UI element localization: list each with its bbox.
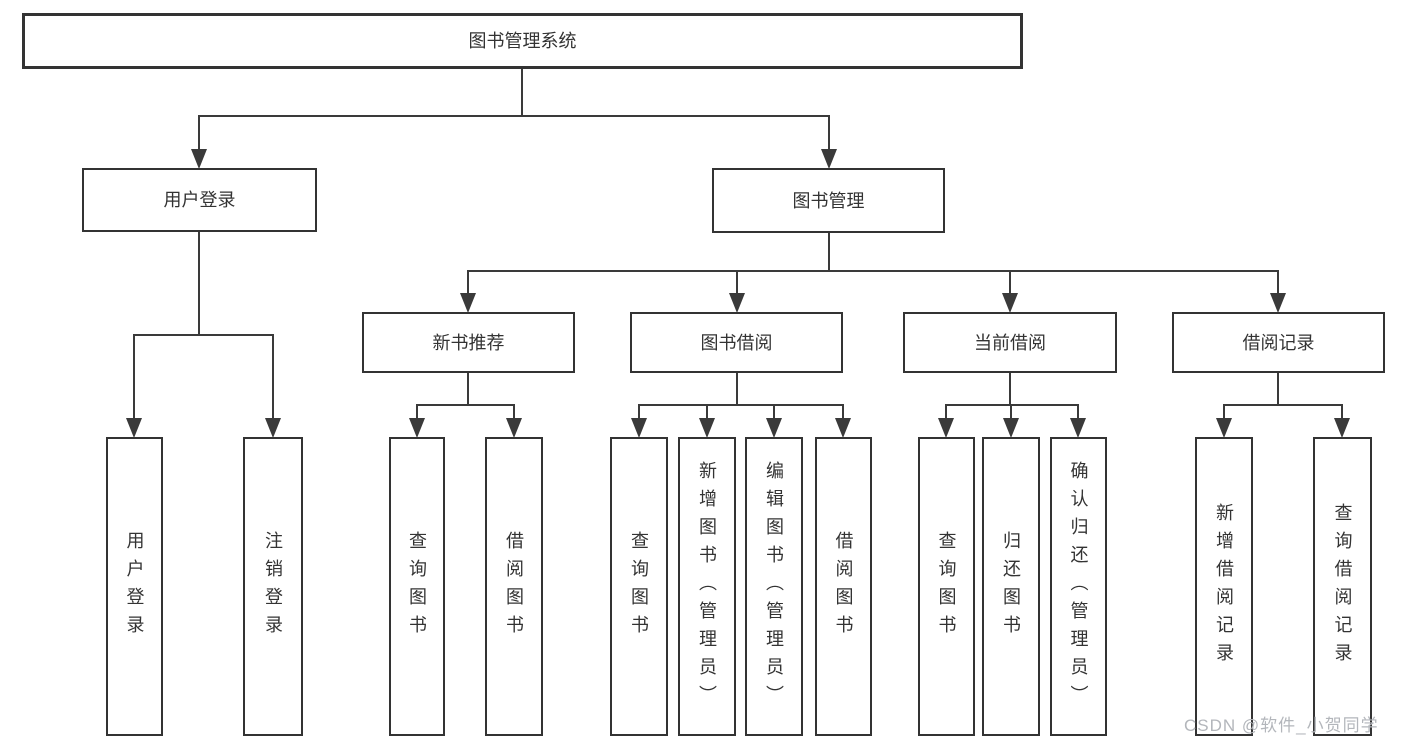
connector-book-mgmt-stem <box>828 233 830 272</box>
connector-book-borrow-drop-0 <box>638 404 640 418</box>
connector-book-mgmt-bar <box>467 270 1279 272</box>
connector-borrow-record-drop-0 <box>1223 404 1225 418</box>
arrowhead-icon <box>506 418 522 438</box>
arrowhead-icon <box>699 418 715 438</box>
leaf-edit-book: 编辑图书（管理员） <box>745 437 803 736</box>
node-current-borrow: 当前借阅 <box>903 312 1117 373</box>
arrowhead-icon <box>265 418 281 438</box>
leaf-confirm-return-label: 确认归还（管理员） <box>1068 460 1089 713</box>
leaf-query-book-1-label: 查询图书 <box>407 530 427 643</box>
connector-book-mgmt-drop-0 <box>467 270 469 293</box>
leaf-logout: 注销登录 <box>243 437 303 736</box>
leaf-user-login-label: 用户登录 <box>124 530 145 643</box>
connector-current-borrow-drop-0 <box>945 404 947 418</box>
node-current-borrow-label: 当前借阅 <box>974 332 1046 353</box>
connector-root-drop-1 <box>828 115 830 149</box>
node-book-borrow-label: 图书借阅 <box>700 332 773 353</box>
leaf-query-record-label: 查询借阅记录 <box>1332 502 1353 671</box>
node-book-mgmt-label: 图书管理 <box>792 190 865 211</box>
connector-book-borrow-drop-2 <box>773 404 775 418</box>
arrowhead-icon <box>1002 293 1018 313</box>
leaf-add-record: 新增借阅记录 <box>1195 437 1253 736</box>
arrowhead-icon <box>409 418 425 438</box>
connector-user-login-bar <box>133 334 274 336</box>
connector-book-mgmt-drop-1 <box>736 270 738 293</box>
leaf-borrow-book-1: 借阅图书 <box>485 437 543 736</box>
connector-current-borrow-drop-2 <box>1077 404 1079 418</box>
node-new-book-rec: 新书推荐 <box>362 312 575 373</box>
connector-root-drop-0 <box>198 115 200 149</box>
connector-user-login-drop-1 <box>272 334 274 418</box>
connector-user-login-drop-0 <box>133 334 135 418</box>
leaf-borrow-book-1-label: 借阅图书 <box>504 530 524 643</box>
node-new-book-rec-label: 新书推荐 <box>432 332 505 353</box>
arrowhead-icon <box>460 293 476 313</box>
leaf-return-book-label: 归还图书 <box>1001 530 1021 643</box>
leaf-add-book: 新增图书（管理员） <box>678 437 736 736</box>
connector-user-login-stem <box>198 232 200 336</box>
node-book-mgmt: 图书管理 <box>712 168 945 233</box>
connector-current-borrow-bar <box>945 404 1079 406</box>
leaf-query-record: 查询借阅记录 <box>1313 437 1372 736</box>
leaf-add-book-label: 新增图书（管理员） <box>697 460 717 713</box>
arrowhead-icon <box>1334 418 1350 438</box>
node-user-login-label: 用户登录 <box>163 190 236 210</box>
arrowhead-icon <box>1216 418 1232 438</box>
arrowhead-icon <box>835 418 851 438</box>
arrowhead-icon <box>1003 418 1019 438</box>
connector-current-borrow-stem <box>1009 373 1011 406</box>
arrowhead-icon <box>729 293 745 313</box>
leaf-logout-label: 注销登录 <box>263 530 283 643</box>
connector-book-borrow-drop-1 <box>706 404 708 418</box>
node-borrow-record: 借阅记录 <box>1172 312 1385 373</box>
node-root: 图书管理系统 <box>22 13 1023 69</box>
leaf-query-book-1: 查询图书 <box>389 437 445 736</box>
connector-borrow-record-bar <box>1223 404 1343 406</box>
arrowhead-icon <box>938 418 954 438</box>
leaf-query-book-3-label: 查询图书 <box>936 530 957 643</box>
leaf-query-book-2: 查询图书 <box>610 437 668 736</box>
arrowhead-icon <box>191 149 207 169</box>
arrowhead-icon <box>766 418 782 438</box>
connector-root-bar <box>198 115 830 117</box>
leaf-borrow-book-2-label: 借阅图书 <box>833 530 854 643</box>
arrowhead-icon <box>821 149 837 169</box>
node-book-borrow: 图书借阅 <box>630 312 843 373</box>
leaf-query-book-3: 查询图书 <box>918 437 975 736</box>
connector-book-mgmt-drop-2 <box>1009 270 1011 293</box>
leaf-user-login: 用户登录 <box>106 437 163 736</box>
connector-new-book-rec-stem <box>467 373 469 406</box>
arrowhead-icon <box>126 418 142 438</box>
connector-current-borrow-drop-1 <box>1010 404 1012 418</box>
node-user-login: 用户登录 <box>82 168 317 232</box>
connector-book-borrow-bar <box>638 404 844 406</box>
leaf-add-record-label: 新增借阅记录 <box>1214 502 1234 671</box>
connector-borrow-record-stem <box>1277 373 1279 406</box>
connector-new-book-rec-bar <box>416 404 515 406</box>
connector-book-borrow-drop-3 <box>842 404 844 418</box>
arrowhead-icon <box>1270 293 1286 313</box>
leaf-return-book: 归还图书 <box>982 437 1040 736</box>
connector-borrow-record-drop-1 <box>1341 404 1343 418</box>
leaf-query-book-2-label: 查询图书 <box>629 530 649 643</box>
connector-book-borrow-stem <box>736 373 738 406</box>
leaf-confirm-return: 确认归还（管理员） <box>1050 437 1107 736</box>
connector-root-stem <box>521 68 523 117</box>
connector-book-mgmt-drop-3 <box>1277 270 1279 293</box>
watermark: CSDN @软件_小贺同学 <box>1184 716 1379 735</box>
node-borrow-record-label: 借阅记录 <box>1242 332 1315 353</box>
leaf-edit-book-label: 编辑图书（管理员） <box>764 460 784 713</box>
connector-new-book-rec-drop-1 <box>513 404 515 418</box>
connector-new-book-rec-drop-0 <box>416 404 418 418</box>
arrowhead-icon <box>1070 418 1086 438</box>
node-root-label: 图书管理系统 <box>468 31 577 51</box>
arrowhead-icon <box>631 418 647 438</box>
leaf-borrow-book-2: 借阅图书 <box>815 437 872 736</box>
